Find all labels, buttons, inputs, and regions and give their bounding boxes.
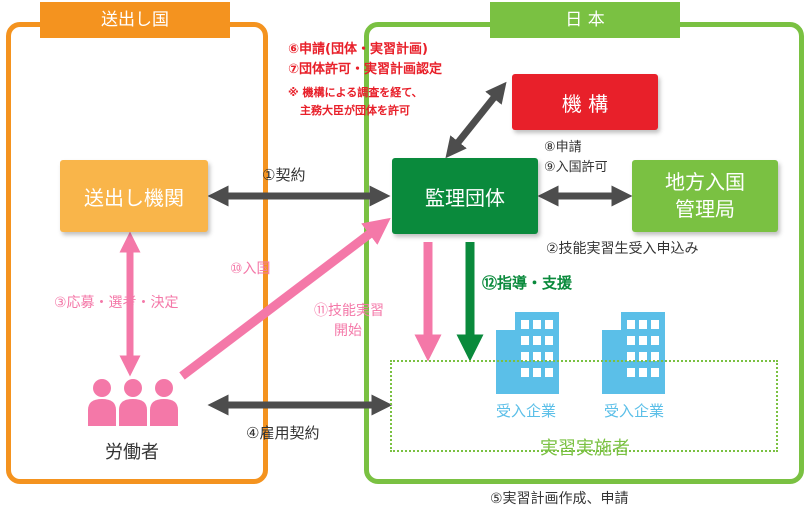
japan-tab: 日 本	[490, 2, 680, 38]
step-7-label: ⑦団体許可・実習計画認定	[288, 62, 443, 77]
step-9-label: ⑨入国許可	[544, 160, 608, 175]
trainee-implementer-label: 実習実施者	[540, 438, 630, 459]
regional-immigration-box: 地方入国 管理局	[632, 160, 778, 232]
host-company-label-1: 受入企業	[495, 402, 556, 420]
person-icon	[150, 379, 178, 426]
step-5-label: ⑤実習計画作成、申請	[490, 491, 629, 507]
sending-country-tab: 送出し国	[40, 2, 230, 38]
note-line-1: ※ 機構による調査を経て、	[288, 86, 423, 99]
trainee-implementer-area	[390, 360, 778, 452]
step-6-label: ⑥申請(団体・実習計画)	[288, 42, 428, 57]
step-3-label: ③応募・選考・決定	[54, 295, 179, 311]
workers-label: 労働者	[105, 442, 159, 463]
step-10-label: ⑩入国	[230, 261, 271, 277]
step-12-label: ⑫指導・支援	[482, 274, 573, 292]
regional-immigration-label-line1: 地方入国	[665, 170, 745, 194]
step-8-label: ⑧申請	[544, 140, 582, 155]
step-1-label: ①契約	[262, 166, 306, 184]
step-11-label-line2: 開始	[334, 323, 362, 339]
sending-organization-box: 送出し機関	[60, 160, 208, 232]
organization-label: 機 構	[561, 91, 609, 116]
step-4-label: ④雇用契約	[246, 424, 320, 442]
sending-organization-label: 送出し機関	[84, 185, 184, 210]
person-icon	[88, 379, 116, 426]
regional-immigration-label-line2: 管理局	[675, 197, 735, 221]
host-company-label-2: 受入企業	[603, 402, 664, 420]
building-icon	[602, 312, 665, 394]
supervising-organization-label: 監理団体	[425, 185, 505, 210]
note-line-2: 主務大臣が団体を許可	[300, 104, 410, 117]
organization-box: 機 構	[512, 74, 658, 130]
step-11-label-line1: ⑪技能実習	[314, 303, 384, 319]
building-icon	[496, 312, 559, 394]
entry-arrow	[179, 217, 391, 380]
supervising-organization-box: 監理団体	[392, 158, 538, 234]
person-icon	[119, 379, 147, 426]
kikou-arrow	[445, 81, 507, 159]
step-2-label: ②技能実習生受入申込み	[546, 241, 699, 257]
